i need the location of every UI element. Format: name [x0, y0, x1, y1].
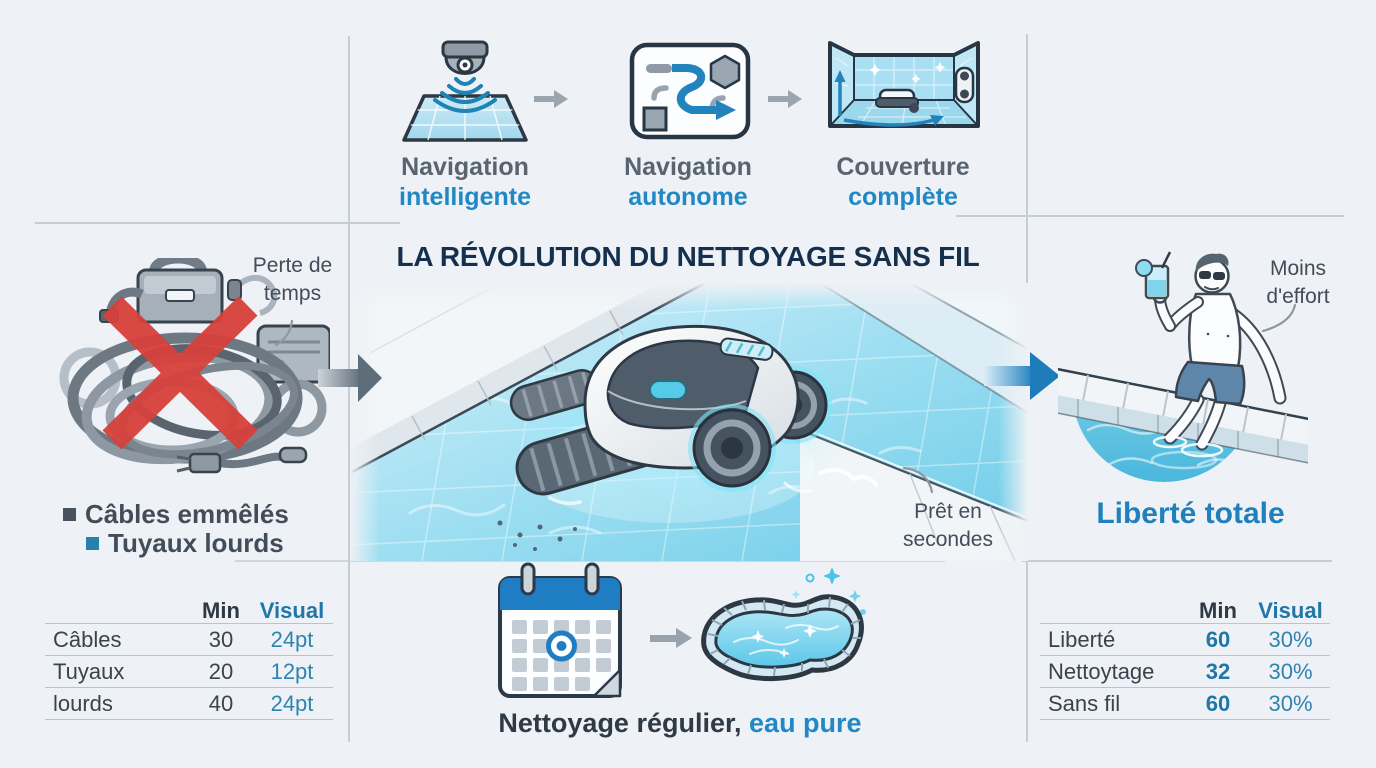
arrow-right-icon: [768, 90, 802, 108]
liberte-totale-headline: Liberté totale: [1096, 497, 1285, 530]
arrow-right-icon: [534, 90, 568, 108]
table-row: Tuyaux 20 12pt: [45, 655, 333, 687]
left-table: Min Visual Câbles 30 24pt Tuyaux 20 12pt…: [45, 598, 333, 720]
arrow-right-icon: [650, 628, 692, 648]
calendar-icon: [498, 562, 622, 698]
divider-horizontal-bottom-right: [1022, 560, 1332, 562]
bullet-tuyaux-lourds: Tuyaux lourds: [86, 528, 284, 559]
callout-perte-de-temps: Perte de temps: [252, 254, 333, 305]
table-header-row: Min Visual: [202, 597, 325, 623]
square-bullet-icon: [86, 537, 99, 550]
table-row: lourds 40 24pt: [45, 687, 333, 720]
man-relaxing-poolside: [1058, 250, 1308, 482]
divider-vertical-left: [348, 36, 350, 742]
red-cross-icon: [102, 296, 258, 450]
table-header-row: Min Visual: [1199, 597, 1323, 623]
table-row: Liberté 60 30%: [1040, 623, 1330, 655]
pool-robot: [509, 324, 832, 496]
man-figure: [1135, 251, 1287, 451]
bullet-cables-emmeles: Câbles emmêlés: [63, 499, 289, 530]
clean-pool-icon: [701, 567, 866, 681]
right-table: Min Visual Liberté 60 30% Nettoytage 32 …: [1040, 598, 1330, 720]
step-label-couverture-complete: Couverture complète: [836, 153, 970, 211]
bottom-caption: Nettoyage régulier, eau pure: [498, 708, 862, 738]
callout-moins-deffort: Moins d'effort: [1266, 257, 1330, 308]
page-title: LA RÉVOLUTION DU NETTOYAGE SANS FIL: [396, 241, 980, 272]
divider-horizontal-top-left: [35, 222, 400, 224]
blue-arrow-icon: [984, 352, 1060, 400]
table-row: Nettoytage 32 30%: [1040, 655, 1330, 687]
callout-pret-en-secondes: Prêt en secondes: [903, 500, 993, 551]
coverage-box-icon: [828, 41, 980, 128]
step-label-navigation-intelligente: Navigation intelligente: [399, 153, 531, 211]
sensor-scan-icon: [402, 40, 528, 142]
square-bullet-icon: [63, 508, 76, 521]
route-map-icon: [629, 42, 751, 140]
gray-arrow-icon: [318, 354, 382, 402]
robot-pool-scene: [350, 283, 1028, 561]
table-row: Sans fil 60 30%: [1040, 687, 1330, 720]
divider-horizontal-top-right: [956, 215, 1344, 217]
step-label-navigation-autonome: Navigation autonome: [624, 153, 752, 211]
table-row: Câbles 30 24pt: [45, 623, 333, 655]
